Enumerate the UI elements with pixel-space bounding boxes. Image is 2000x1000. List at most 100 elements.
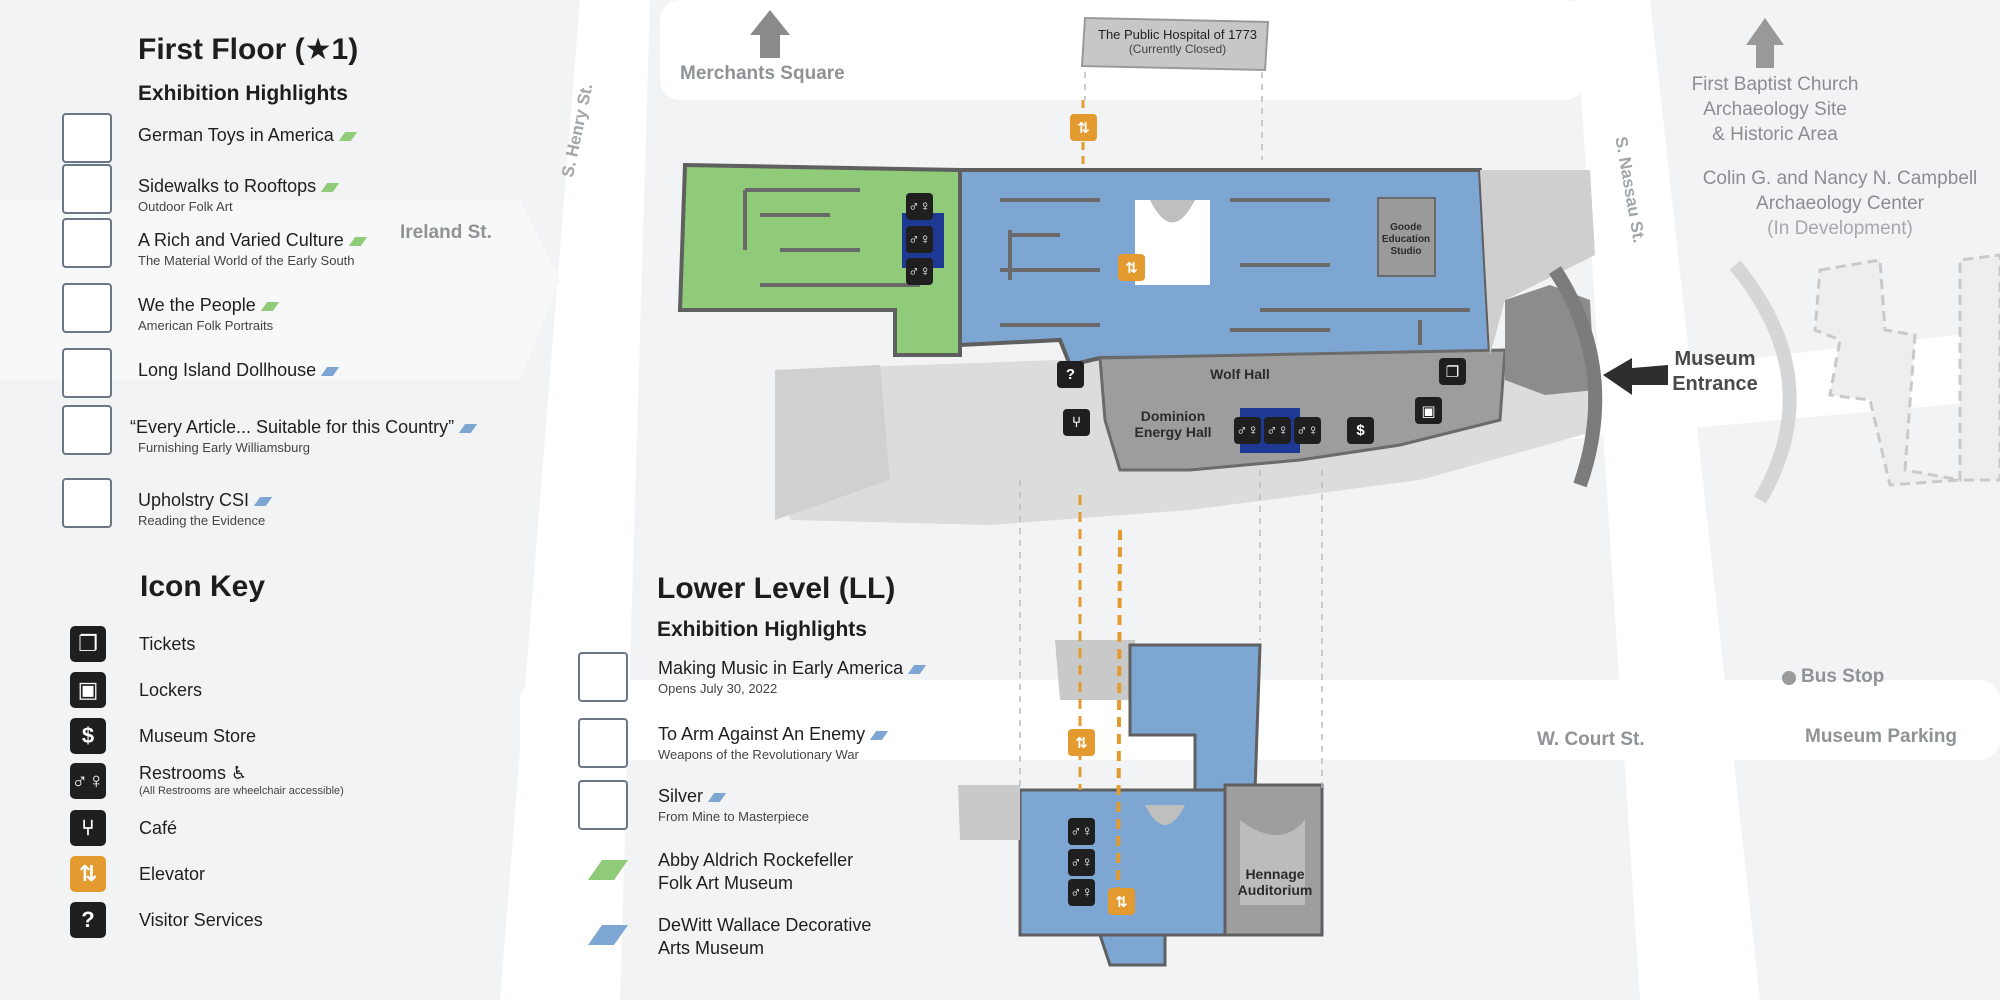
- ticket-icon: ❐: [70, 626, 106, 662]
- restroom-icon[interactable]: ♂♀: [1294, 417, 1321, 444]
- restroom-icon: ♂♀: [70, 763, 106, 799]
- highlight-name: Silver: [658, 786, 704, 806]
- lower-level-highlight: Making Music in Early America: [658, 658, 927, 679]
- first-floor-highlight: “Every Article... Suitable for this Coun…: [130, 417, 478, 438]
- elevator-icon[interactable]: ⇅: [1068, 729, 1095, 756]
- highlight-subtitle: The Material World of the Early South: [138, 253, 355, 268]
- museum-entrance-label: Museum Entrance: [1660, 347, 1770, 397]
- campbell-line3: (In Development): [1767, 218, 1913, 239]
- highlight-name: Upholstry CSI: [138, 490, 250, 510]
- museum-entrance-arrow: [1603, 358, 1668, 395]
- hennage-auditorium-label: Hennage Auditorium: [1225, 866, 1325, 898]
- first-baptist-line1: First Baptist Church: [1691, 74, 1859, 95]
- icon-key-label: Museum Store: [139, 726, 257, 746]
- wolf-hall-label: Wolf Hall: [1210, 366, 1270, 382]
- campbell-line2: Archaeology Center: [1756, 193, 1924, 214]
- elevator-icon[interactable]: ⇅: [1118, 254, 1145, 281]
- highlight-name: Long Island Dollhouse: [138, 360, 317, 380]
- elevator-icon[interactable]: ⇅: [1108, 888, 1135, 915]
- first-floor-highlight: German Toys in America: [138, 125, 357, 146]
- highlight-name: Sidewalks to Rooftops: [138, 176, 317, 196]
- public-hospital-block: [1080, 16, 1270, 72]
- highlight-name: We the People: [138, 295, 256, 315]
- lower-level-highlight: Silver: [658, 786, 727, 807]
- first-baptist-arrow: [1746, 18, 1784, 68]
- bus-stop-dot: [1782, 671, 1796, 685]
- violin-icon: [578, 652, 628, 702]
- archaeology-center-outline: [1813, 253, 2000, 487]
- highlight-name: Making Music in Early America: [658, 658, 904, 678]
- highlight-subtitle: Outdoor Folk Art: [138, 199, 233, 214]
- museum-legend-label: DeWitt Wallace Decorative: [658, 915, 872, 935]
- restroom-icon[interactable]: ♂♀: [906, 226, 933, 253]
- cafe-icon: ⑂: [70, 810, 106, 846]
- ticket-icon[interactable]: ❐: [1439, 358, 1466, 385]
- portrait-icon: [62, 283, 112, 333]
- cafe-icon[interactable]: ⑂: [1063, 409, 1090, 436]
- icon-key-label: Visitor Services: [139, 910, 263, 930]
- first-baptist-line3: & Historic Area: [1712, 124, 1838, 145]
- public-hospital-name: The Public Hospital of 1773: [1098, 27, 1257, 42]
- highlight-subtitle: Weapons of the Revolutionary War: [658, 747, 859, 762]
- elevator-icon[interactable]: ⇅: [1070, 114, 1097, 141]
- restroom-icon[interactable]: ♂♀: [1068, 818, 1095, 845]
- chair-icon: [62, 478, 112, 528]
- dominion-line1: Dominion: [1140, 408, 1206, 424]
- restroom-icon[interactable]: ♂♀: [906, 193, 933, 220]
- lower-level-subtitle: Exhibition Highlights: [657, 618, 867, 641]
- first-floor-highlight: Sidewalks to Rooftops: [138, 176, 340, 197]
- lower-level-highlight: To Arm Against An Enemy: [658, 724, 889, 745]
- highlight-subtitle: Reading the Evidence: [138, 513, 266, 528]
- museum-legend-label: Arts Museum: [658, 938, 765, 958]
- restroom-icon[interactable]: ♂♀: [1068, 849, 1095, 876]
- carousel-icon: [62, 164, 112, 214]
- visitor-services-icon[interactable]: ?: [1057, 361, 1084, 388]
- restroom-icon[interactable]: ♂♀: [1234, 417, 1261, 444]
- museum-legend-label: Abby Aldrich Rockefeller: [658, 850, 854, 870]
- highlight-subtitle: American Folk Portraits: [138, 318, 274, 333]
- restroom-icon[interactable]: ♂♀: [1068, 879, 1095, 906]
- highlight-subtitle: Opens July 30, 2022: [658, 681, 778, 696]
- goode-line2: Education: [1381, 234, 1431, 245]
- locker-icon[interactable]: ▣: [1415, 397, 1442, 424]
- store-icon: $: [70, 718, 106, 754]
- store-icon[interactable]: $: [1347, 417, 1374, 444]
- lower-level-title: Lower Level (LL): [657, 572, 896, 605]
- dominion-line2: Energy Hall: [1134, 424, 1212, 440]
- icon-key-note: (All Restrooms are wheelchair accessible…: [139, 785, 344, 797]
- first-floor-subtitle: Exhibition Highlights: [138, 82, 348, 105]
- locker-icon: ▣: [70, 672, 106, 708]
- merchants-square-label: Merchants Square: [680, 63, 845, 84]
- entrance-arcs: [1729, 260, 1797, 504]
- ship-icon: [62, 113, 112, 163]
- icon-key-title: Icon Key: [140, 570, 266, 603]
- highlight-name: A Rich and Varied Culture: [138, 230, 344, 250]
- highlight-name: To Arm Against An Enemy: [658, 724, 866, 744]
- icon-key-label: Café: [139, 818, 178, 838]
- icon-key-label: Lockers: [139, 680, 203, 700]
- hennage-line1: Hennage: [1245, 866, 1305, 882]
- icon-key-label: Elevator: [139, 864, 206, 884]
- goode-education-studio-label: Goode Education Studio: [1376, 222, 1436, 258]
- crossed-swords-icon: [578, 718, 628, 768]
- first-floor-highlight: Upholstry CSI: [138, 490, 273, 511]
- campbell-center-label: Colin G. and Nancy N. Campbell Archaeolo…: [1680, 166, 2000, 241]
- highlight-subtitle: From Mine to Masterpiece: [658, 809, 809, 824]
- first-floor-plan: [677, 162, 1603, 525]
- museum-entrance-line2: Entrance: [1672, 373, 1758, 395]
- highlight-subtitle: Furnishing Early Williamsburg: [138, 440, 310, 455]
- museum-legend-label: Folk Art Museum: [658, 873, 794, 893]
- first-baptist-label: First Baptist Church Archaeology Site & …: [1640, 72, 1910, 147]
- public-hospital-label: The Public Hospital of 1773 (Currently C…: [1090, 27, 1265, 57]
- first-floor-highlight: A Rich and Varied Culture: [138, 230, 367, 251]
- restroom-icon[interactable]: ♂♀: [1264, 417, 1291, 444]
- restroom-icon[interactable]: ♂♀: [906, 258, 933, 285]
- merchants-square-arrow: [750, 10, 790, 58]
- highlight-name: “Every Article... Suitable for this Coun…: [130, 417, 455, 437]
- first-baptist-line2: Archaeology Site: [1703, 99, 1847, 120]
- goode-line3: Studio: [1390, 246, 1422, 257]
- w-court-st-label: W. Court St.: [1537, 729, 1645, 750]
- tall-clock-icon: [62, 405, 112, 455]
- public-hospital-status: (Currently Closed): [1128, 42, 1227, 56]
